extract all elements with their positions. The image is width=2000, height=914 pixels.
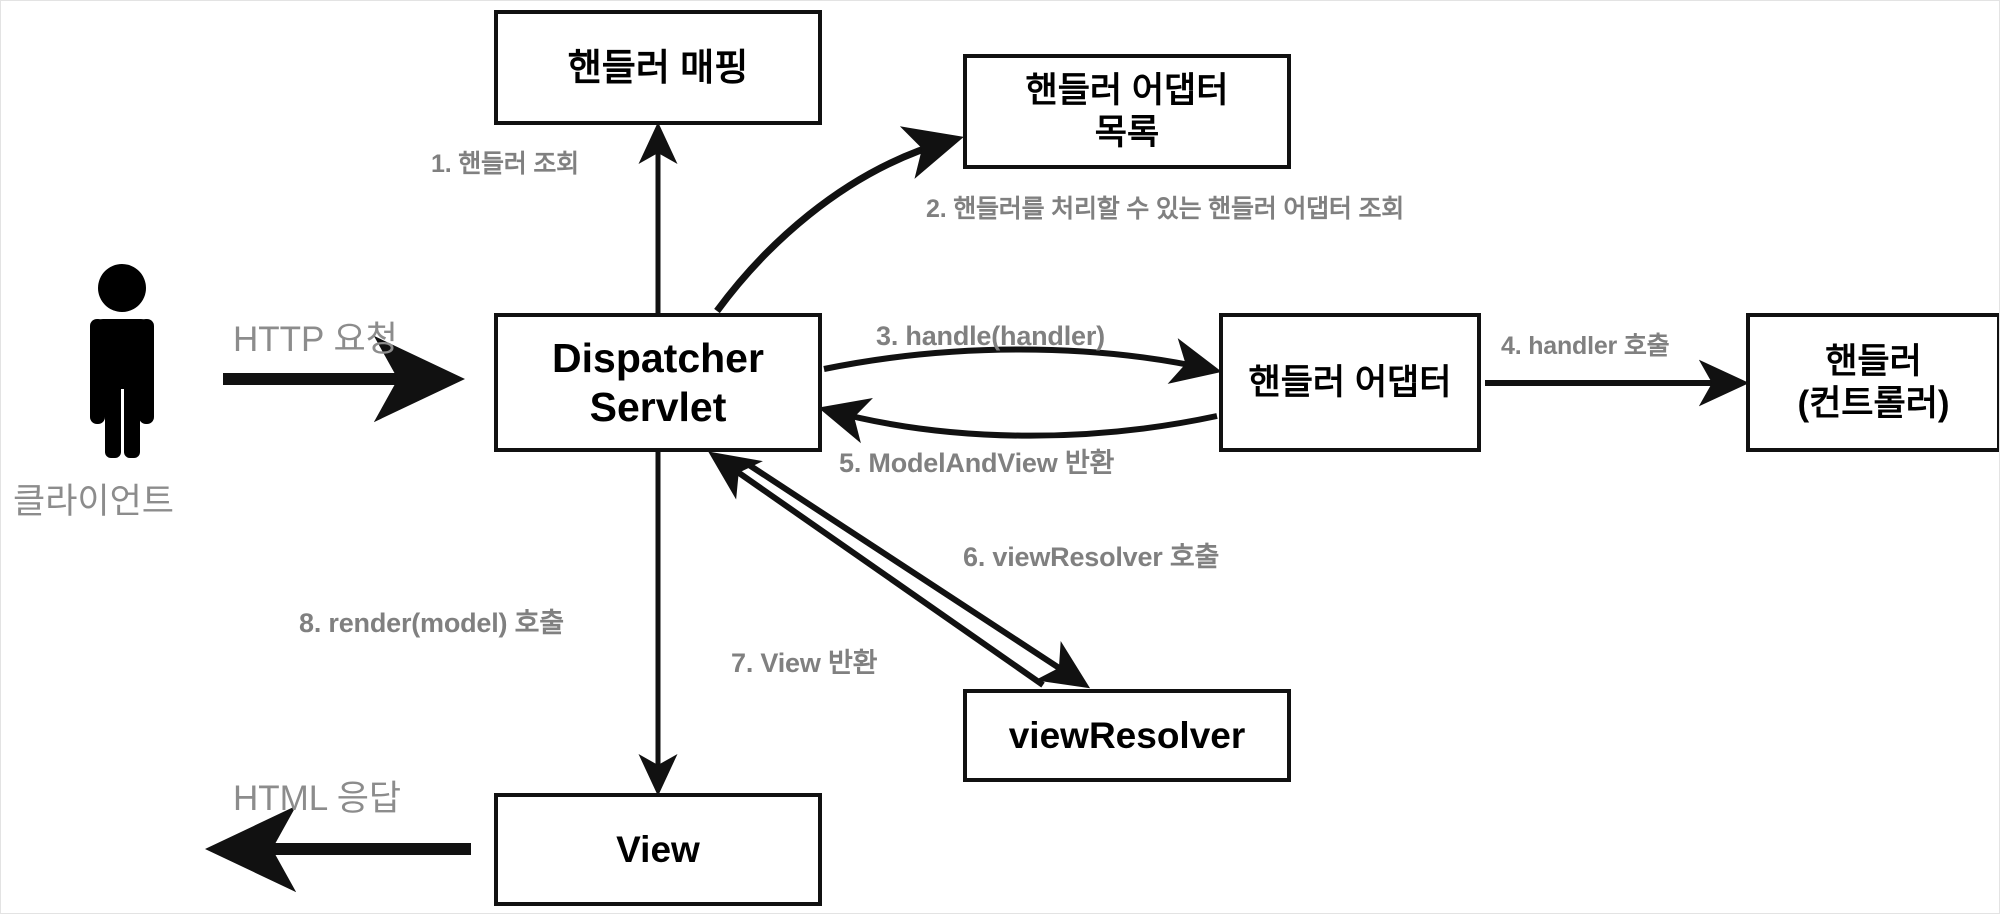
edge-label-step3: 3. handle(handler) (876, 321, 1105, 351)
node-dispatcher-servlet-label: Dispatcher Servlet (552, 335, 764, 430)
node-handler-adapter-list[interactable]: 핸들러 어댑터 목록 (963, 54, 1291, 169)
node-handler-adapter[interactable]: 핸들러 어댑터 (1219, 313, 1481, 452)
arrow-step3 (823, 338, 1222, 384)
person-icon (79, 263, 165, 458)
edge-label-step1: 1. 핸들러 조회 (431, 150, 579, 178)
edge-label-step8: 8. render(model) 호출 (299, 608, 564, 638)
label-http-request: HTTP 요청 (233, 320, 398, 359)
label-html-response: HTML 응답 (233, 779, 402, 818)
node-handler-adapter-list-label: 핸들러 어댑터 목록 (1025, 71, 1229, 152)
edge-label-step6: 6. viewResolver 호출 (963, 542, 1220, 572)
node-handler-mapping-label: 핸들러 매핑 (567, 46, 749, 88)
edge-label-step2: 2. 핸들러를 처리할 수 있는 핸들러 어댑터 조회 (926, 195, 1405, 223)
label-client: 클라이언트 (13, 482, 175, 521)
node-view-resolver-label: viewResolver (1008, 714, 1246, 756)
edge-label-step4: 4. handler 호출 (1501, 332, 1670, 360)
node-handler-adapter-label: 핸들러 어댑터 (1248, 362, 1452, 402)
person-icon-glyph (90, 264, 154, 458)
arrow-step5 (818, 397, 1218, 444)
edge-label-step7: 7. View 반환 (731, 648, 878, 678)
node-handler-mapping[interactable]: 핸들러 매핑 (494, 10, 822, 125)
node-dispatcher-servlet[interactable]: Dispatcher Servlet (494, 313, 822, 452)
arrow-step2 (714, 126, 964, 314)
node-handler-controller-label: 핸들러 (컨트롤러) (1797, 342, 1950, 423)
node-view[interactable]: View (494, 793, 822, 906)
node-view-resolver[interactable]: viewResolver (963, 689, 1291, 782)
node-handler-controller[interactable]: 핸들러 (컨트롤러) (1746, 313, 1999, 452)
edge-label-step5: 5. ModelAndView 반환 (839, 448, 1115, 478)
node-view-label: View (616, 828, 700, 870)
